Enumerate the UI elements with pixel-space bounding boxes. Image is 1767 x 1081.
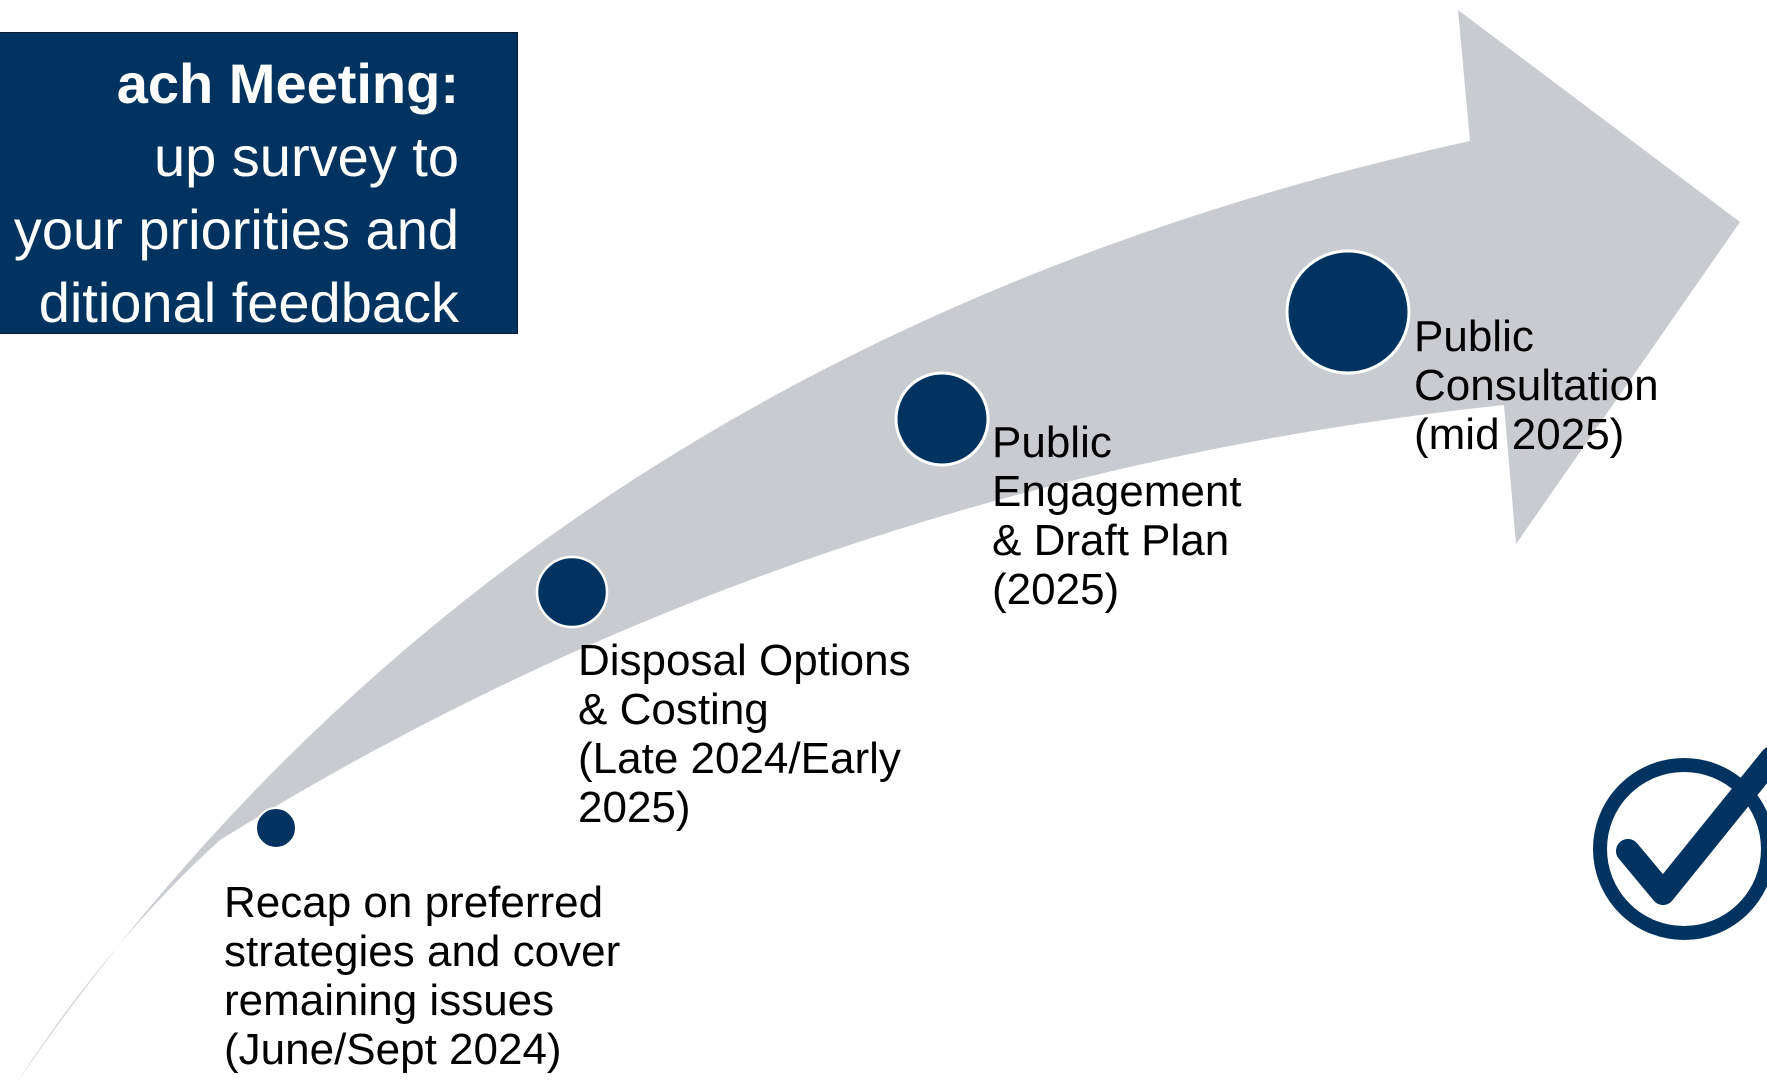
milestone-label-line: Disposal Options [578,636,911,685]
milestone-label-line: (mid 2025) [1414,410,1625,459]
milestone-dot-2 [535,555,609,629]
milestone-label-line: (2025) [992,565,1120,614]
milestone-label-1: Recap on preferred strategies and cover … [224,878,620,1074]
milestone-label-line: Consultation [1414,361,1659,410]
milestone-label-line: Public [1414,312,1534,361]
milestone-label-line: Engagement [992,467,1242,516]
callout-heading: ach Meeting: [116,52,459,115]
milestone-label-line: Recap on preferred [224,878,604,927]
callout-line: ditional feedback [38,271,459,334]
milestone-label-4: Public Consultation (mid 2025) [1414,312,1659,459]
milestone-label-3: Public Engagement & Draft Plan (2025) [992,418,1242,614]
milestone-label-line: & Draft Plan [992,516,1230,565]
milestone-dot-3 [894,371,990,467]
milestone-dot-1 [255,807,297,849]
milestone-label-line: & Costing [578,685,769,734]
outreach-callout-box: ach Meeting: up survey to your prioritie… [0,32,518,334]
check-circle-icon [1593,747,1767,940]
milestone-label-line: strategies and cover [224,927,621,976]
milestone-label-line: Public [992,418,1112,467]
callout-line: your priorities and [13,198,459,261]
milestone-label-line: remaining issues [224,976,555,1025]
milestone-dot-4 [1285,249,1411,375]
callout-line: up survey to [153,125,459,188]
milestone-label-line: (June/Sept 2024) [224,1025,562,1074]
callout-text: ach Meeting: up survey to your prioritie… [0,47,459,334]
milestone-label-line: (Late 2024/Early [578,734,901,783]
milestone-label-line: 2025) [578,783,691,832]
milestone-label-2: Disposal Options & Costing (Late 2024/Ea… [578,636,911,832]
